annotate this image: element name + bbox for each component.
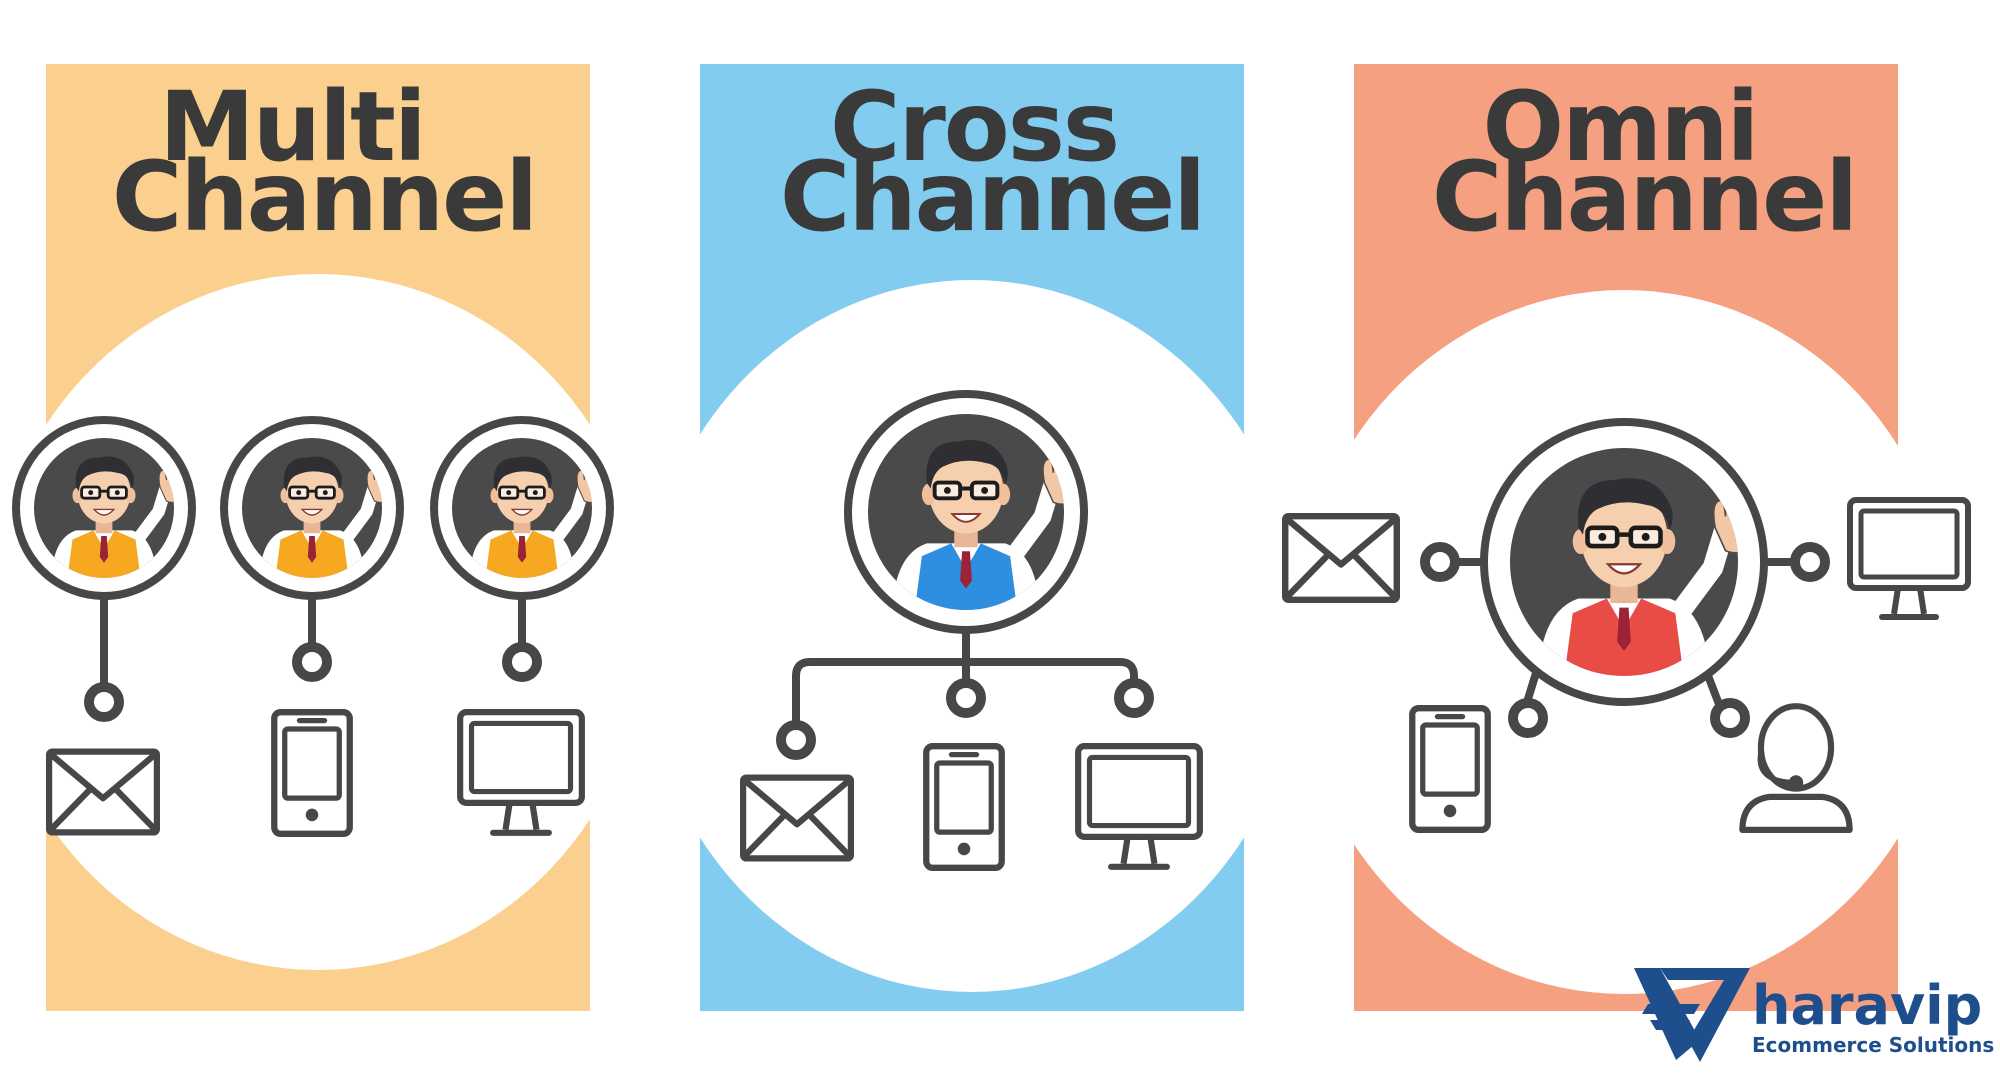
omni-node-lower-left (1513, 703, 1543, 733)
multi-avatar-2 (220, 416, 404, 600)
multi-avatar-1 (12, 416, 196, 600)
mail-icon (743, 778, 851, 859)
cross-avatar (844, 390, 1088, 634)
mail-icon (49, 752, 157, 833)
omni-node-left (1425, 547, 1455, 577)
phone-icon (1412, 708, 1487, 830)
haravip-logo-mark (1634, 968, 1750, 1062)
multi-node-2 (297, 647, 327, 677)
phone-icon (274, 712, 349, 834)
omni-node-lower-right (1715, 703, 1745, 733)
panel-omni-channel: Omni Channel (1285, 64, 1968, 1011)
cross-node-1 (781, 725, 811, 755)
haravip-logo: haravip Ecommerce Solutions (1634, 968, 1994, 1062)
multi-node-1 (89, 687, 119, 717)
multi-node-3 (507, 647, 537, 677)
mail-icon (1285, 516, 1397, 600)
panel-multi-title-line1: Multi (159, 71, 425, 183)
omni-node-right (1795, 547, 1825, 577)
panel-multi-channel: Multi Channel (0, 64, 648, 1011)
cross-node-2 (951, 683, 981, 713)
phone-icon (926, 746, 1001, 868)
panel-multi-title-line2: Channel (112, 141, 536, 253)
panel-omni-title-line1: Omni (1483, 71, 1758, 183)
panel-cross-title-line1: Cross (830, 71, 1118, 183)
panel-cross-title-line2: Channel (780, 141, 1204, 253)
panel-cross-channel: Cross Channel (642, 64, 1302, 1011)
omni-avatar (1480, 418, 1768, 706)
panel-cross-ellipse (642, 280, 1302, 992)
logo-tagline: Ecommerce Solutions (1752, 1033, 1994, 1057)
panel-omni-title-line2: Channel (1432, 141, 1856, 253)
logo-wordmark: haravip (1752, 974, 1982, 1037)
multi-avatar-3 (430, 416, 614, 600)
panel-multi-ellipse (0, 274, 648, 970)
cross-node-3 (1119, 683, 1149, 713)
